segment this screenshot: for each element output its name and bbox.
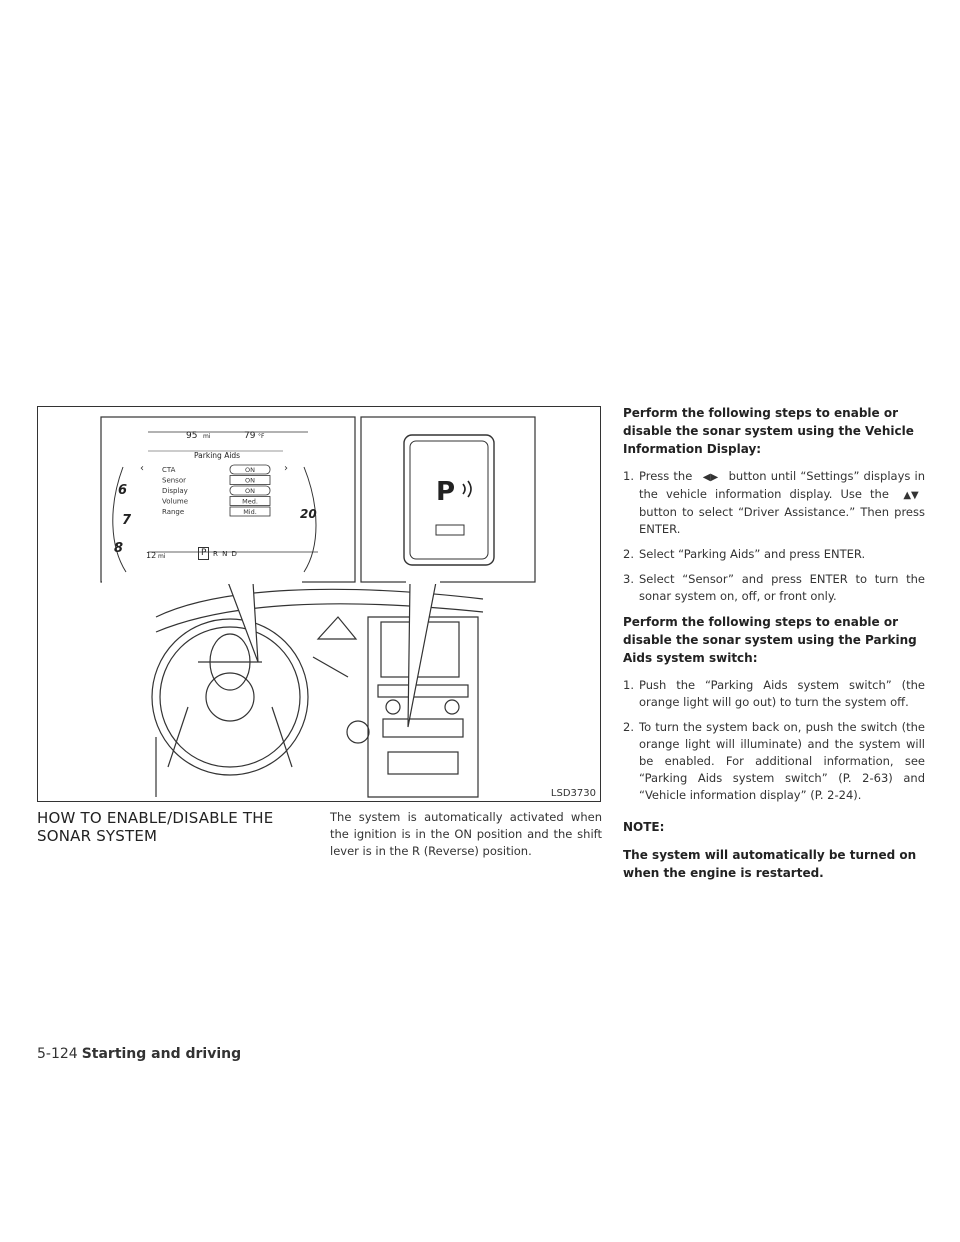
gear-selected: P [198, 547, 210, 560]
vid-step-1: 1. Press the ◀▶ button until “Settings” … [623, 469, 926, 536]
tach-label-7: 7 [122, 513, 132, 528]
step-number: 2. [623, 720, 634, 734]
up-down-arrows-icon: ▲▼ [903, 490, 919, 501]
menu-title: Parking Aids [194, 451, 241, 460]
trip-unit: mi [158, 553, 166, 560]
menu-row-value: ON [245, 466, 255, 474]
parking-aids-switch-label: P [436, 477, 456, 507]
switch-step-1: 1. Push the “Parking Aids system switch”… [623, 678, 925, 709]
step-number: 2. [623, 547, 634, 561]
vid-step-2: 2. Select “Parking Aids” and press ENTER… [623, 547, 866, 561]
section-heading: HOW TO ENABLE/DISABLE THE SONAR SYSTEM [37, 809, 274, 845]
menu-row-value-box [229, 485, 271, 496]
note-text: The system will automatically be turned … [623, 848, 917, 880]
menu-row-value-box [229, 496, 271, 506]
instructions-column: Perform the following steps to enable or… [623, 404, 925, 892]
tach-label-6: 6 [118, 483, 128, 498]
speed-label-20: 20 [300, 507, 317, 521]
temperature-value: 79 [244, 431, 256, 441]
menu-row-label: Volume [162, 498, 188, 506]
note-label: NOTE: [623, 820, 665, 834]
temperature-unit: °F [258, 433, 265, 440]
menu-row-label: Display [162, 487, 188, 495]
figure-code: LSD3730 [550, 788, 596, 799]
footer-section-title: Starting and driving [81, 1046, 242, 1062]
gear-others: R N D [213, 550, 238, 558]
trip-value: 12 [146, 551, 157, 560]
menu-row-value: Mid. [243, 508, 257, 516]
step-number: 1. [623, 678, 634, 692]
menu-row-label: Sensor [162, 477, 186, 485]
switch-steps-title: Perform the following steps to enable or… [623, 615, 917, 665]
intro-paragraph: The system is automatically activated wh… [330, 810, 602, 858]
odometer-unit: mi [203, 433, 211, 440]
odometer-value: 95 [186, 431, 198, 441]
left-right-arrows-icon: ◀▶ [702, 472, 719, 483]
svg-text:›: › [284, 463, 288, 474]
menu-row-value: Med. [242, 498, 258, 506]
step-number: 3. [623, 572, 634, 586]
menu-row-value: ON [245, 477, 255, 485]
tach-label-8: 8 [114, 541, 124, 556]
menu-row-label: Range [162, 508, 184, 516]
switch-step-2: 2. To turn the system back on, push the … [623, 720, 925, 802]
step-number: 1. [623, 469, 634, 483]
vid-steps-title: Perform the following steps to enable or… [623, 406, 914, 456]
menu-row-value-box [229, 475, 271, 485]
page-number: 5-124 [37, 1046, 78, 1062]
menu-row-label: CTA [162, 466, 176, 474]
dashboard-drawing [151, 588, 484, 798]
menu-row-value-box [229, 464, 271, 475]
menu-row-value: ON [245, 487, 255, 495]
svg-text:‹: ‹ [140, 463, 144, 474]
menu-row-value-box [229, 506, 271, 517]
vid-step-3: 3. Select “Sensor” and press ENTER to tu… [623, 572, 925, 603]
